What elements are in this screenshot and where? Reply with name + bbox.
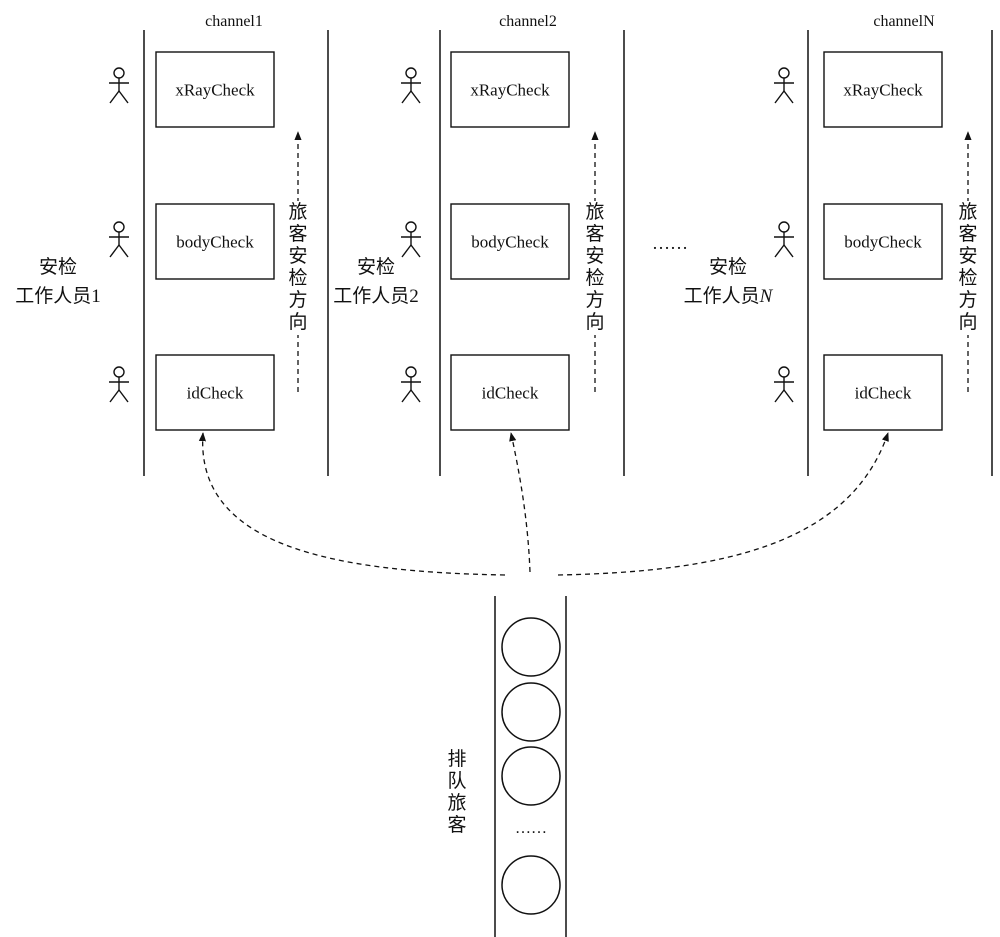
direction-label-char: 旅 [288, 201, 307, 223]
channel-title: channel2 [499, 13, 557, 30]
direction-label-backdrop [584, 201, 606, 335]
staff-member-icon [109, 67, 129, 104]
direction-label-char: 客 [958, 223, 977, 245]
check-station-box [823, 51, 943, 128]
direction-label-char: 检 [958, 267, 977, 289]
direction-label-char: 检 [288, 267, 307, 289]
check-station-label: bodyCheck [844, 233, 922, 252]
check-station-box [823, 354, 943, 431]
check-station-box [823, 203, 943, 280]
direction-label-char: 旅 [585, 201, 604, 223]
channel-ellipsis: …… [652, 233, 688, 253]
staff-member-icon [109, 221, 129, 258]
queue-label: 排 队 旅 客 [447, 748, 466, 836]
direction-label-char: 向 [288, 311, 307, 333]
flow-to-channel1 [198, 432, 506, 576]
staff-label-line1: 安检 [39, 256, 77, 278]
queued-passenger [501, 617, 561, 677]
check-station-label: xRayCheck [175, 81, 255, 100]
channels-layer: channel1xRayCheckbodyCheckidCheck旅客安检方向安… [15, 13, 993, 476]
check-station-box [450, 354, 570, 431]
flow-to-channel2 [509, 432, 531, 573]
direction-label-char: 旅 [958, 201, 977, 223]
queue-label-char: 队 [447, 770, 466, 792]
staff-label-line1: 安检 [709, 256, 747, 278]
queued-passenger [501, 855, 561, 915]
direction-label-char: 安 [288, 245, 307, 267]
staff-member-icon [109, 366, 129, 403]
direction-label-char: 向 [585, 311, 604, 333]
staff-member-icon [401, 221, 421, 258]
direction-label-char: 安 [585, 245, 604, 267]
staff-member-icon [774, 221, 794, 258]
queue-ellipsis: …… [515, 820, 547, 837]
check-station-label: bodyCheck [176, 233, 254, 252]
check-station-label: idCheck [855, 384, 912, 403]
direction-label-char: 方 [288, 289, 307, 311]
channel-title: channelN [873, 13, 935, 30]
direction-label-char: 安 [958, 245, 977, 267]
check-station-box [155, 203, 275, 280]
staff-member-icon [401, 366, 421, 403]
staff-member-icon [774, 366, 794, 403]
direction-label-char: 方 [585, 289, 604, 311]
staff-label-index: N [759, 286, 774, 307]
staff-label-line2: 工作人员1 [15, 285, 101, 307]
check-station-label: idCheck [482, 384, 539, 403]
check-station-box [450, 203, 570, 280]
flow-to-channelN [557, 432, 889, 576]
queue-to-channel-flows [198, 432, 889, 576]
direction-label-char: 向 [958, 311, 977, 333]
staff-label-prefix: 工作人员 [15, 285, 91, 307]
check-station-label: xRayCheck [470, 81, 550, 100]
direction-label-char: 客 [585, 223, 604, 245]
direction-label-backdrop [957, 201, 979, 335]
queued-passenger [501, 682, 561, 742]
queue-label-char: 旅 [447, 792, 466, 814]
check-station-label: bodyCheck [471, 233, 549, 252]
staff-member-icon [774, 67, 794, 104]
staff-label-line1: 安检 [357, 256, 395, 278]
staff-label-index: 1 [91, 286, 101, 307]
staff-label-prefix: 工作人员 [684, 285, 760, 307]
check-station-label: idCheck [187, 384, 244, 403]
staff-label-line2: 工作人员N [684, 285, 774, 307]
queue-label-char: 客 [447, 814, 466, 836]
staff-label-index: 2 [409, 286, 419, 307]
queue-lane: …… [494, 596, 567, 937]
check-station-label: xRayCheck [843, 81, 923, 100]
queued-passenger [501, 746, 561, 806]
queue-label-char: 排 [447, 748, 466, 770]
staff-label-prefix: 工作人员 [333, 285, 409, 307]
check-station-box [450, 51, 570, 128]
check-station-box [155, 51, 275, 128]
direction-label-backdrop [287, 201, 309, 335]
channel-title: channel1 [205, 13, 263, 30]
direction-label-char: 检 [585, 267, 604, 289]
check-station-box [155, 354, 275, 431]
direction-label-char: 方 [958, 289, 977, 311]
staff-member-icon [401, 67, 421, 104]
direction-label-char: 客 [288, 223, 307, 245]
staff-label-line2: 工作人员2 [333, 285, 419, 307]
